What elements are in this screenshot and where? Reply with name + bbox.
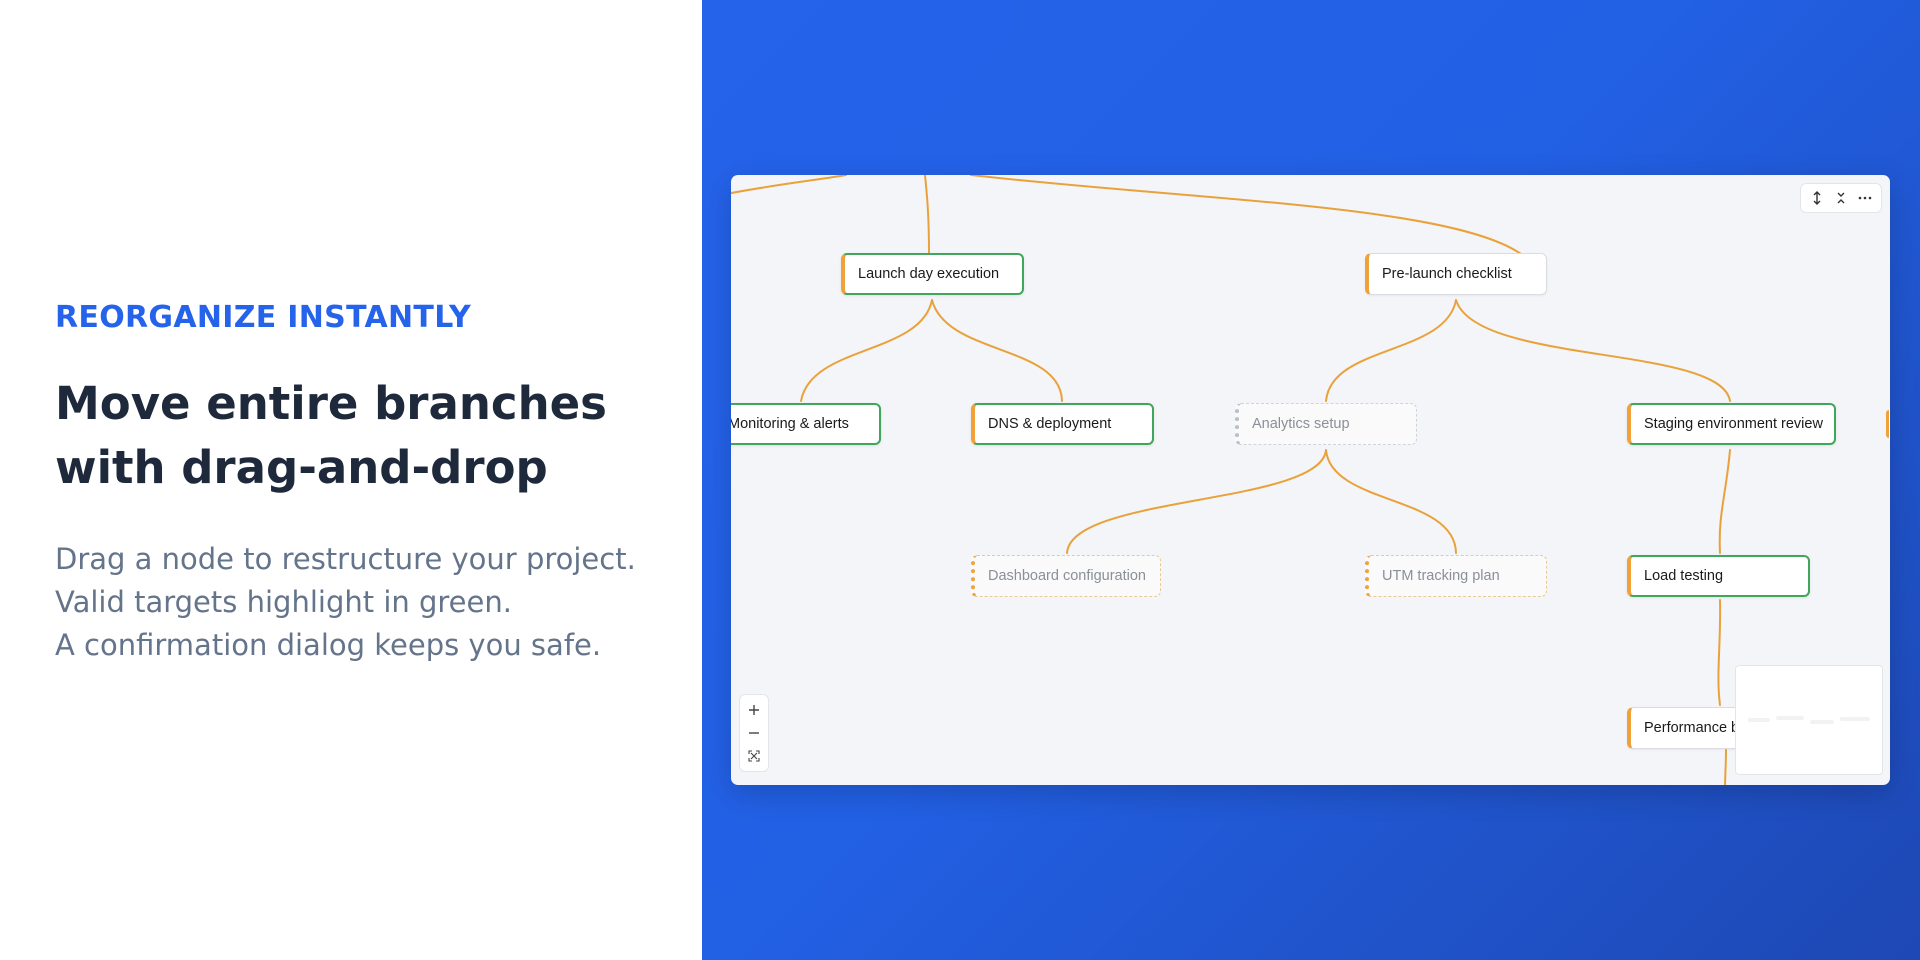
collapse-all-button[interactable]: [1830, 187, 1852, 209]
more-horizontal-icon: [1858, 196, 1872, 200]
zoom-controls: [739, 694, 769, 772]
edge-root-prelaunch: [970, 175, 1522, 255]
edge-prelaunch-staging: [1455, 299, 1731, 402]
canvas-toolbar: [1800, 183, 1882, 213]
node-dashboard-configuration-dragging[interactable]: Dashboard configuration: [971, 555, 1161, 597]
node-pre-launch-checklist[interactable]: Pre-launch checklist: [1365, 253, 1547, 295]
node-launch-day-execution[interactable]: Launch day execution: [841, 253, 1024, 295]
edge-analytics-utm: [1325, 449, 1457, 554]
fit-screen-icon: [748, 750, 760, 762]
node-load-testing[interactable]: Load testing: [1627, 555, 1810, 597]
sub-line-2: Valid targets highlight in green.: [55, 585, 512, 619]
zoom-out-button[interactable]: [742, 722, 766, 744]
node-label: Launch day execution: [858, 266, 1000, 282]
hero-panel: REORGANIZE INSTANTLY Move entire branche…: [0, 0, 702, 960]
edge-layer: [731, 175, 1731, 785]
node-staging-environment-review[interactable]: Staging environment review: [1627, 403, 1836, 445]
zoom-in-button[interactable]: [742, 699, 766, 721]
node-performance-partial[interactable]: Performance b: [1627, 707, 1747, 749]
node-label: Dashboard configuration: [988, 568, 1146, 584]
more-options-button[interactable]: [1854, 187, 1876, 209]
node-label: Load testing: [1644, 568, 1724, 584]
node-label: UTM tracking plan: [1382, 568, 1500, 584]
node-label: DNS & deployment: [988, 416, 1112, 432]
sub-line-1: Drag a node to restructure your project.: [55, 542, 636, 576]
edge-analytics-dashboard: [1066, 449, 1327, 554]
minimap-node: [1840, 717, 1870, 721]
edge-offscreen-left: [731, 175, 847, 195]
node-monitoring-alerts[interactable]: Monitoring & alerts: [731, 403, 881, 445]
fit-view-button[interactable]: [742, 745, 766, 767]
minimap-node: [1810, 720, 1834, 724]
expand-vertical-icon: [1813, 191, 1821, 205]
node-label: Analytics setup: [1252, 416, 1350, 432]
node-label: Monitoring & alerts: [731, 416, 849, 432]
minimap-node: [1776, 716, 1804, 720]
collapse-vertical-icon: [1837, 192, 1845, 204]
eyebrow-label: REORGANIZE INSTANTLY: [55, 300, 471, 335]
minimap-node: [1748, 718, 1770, 722]
node-label: Performance b: [1644, 720, 1740, 736]
node-analytics-setup-dragging[interactable]: Analytics setup: [1235, 403, 1417, 445]
minus-icon: [749, 732, 759, 734]
node-label: Staging environment review: [1644, 416, 1823, 432]
edge-performance-down: [1724, 749, 1727, 785]
headline-line-1: Move entire branches: [55, 377, 607, 430]
edge-launch-monitoring: [800, 299, 933, 402]
mindmap-canvas[interactable]: Launch day execution Pre-launch checklis…: [731, 175, 1890, 785]
node-dns-deployment[interactable]: DNS & deployment: [971, 403, 1154, 445]
node-utm-tracking-plan-dragging[interactable]: UTM tracking plan: [1365, 555, 1547, 597]
edge-root-launch: [924, 175, 930, 255]
node-label: Pre-launch checklist: [1382, 266, 1512, 282]
plus-icon: [749, 704, 759, 715]
edge-staging-load: [1718, 449, 1731, 554]
expand-all-button[interactable]: [1806, 187, 1828, 209]
headline-line-2: with drag-and-drop: [55, 441, 548, 494]
subheadline: Drag a node to restructure your project.…: [55, 538, 695, 667]
node-offscreen-right-edge: [1886, 410, 1890, 438]
headline: Move entire branches with drag-and-drop: [55, 372, 675, 500]
edge-prelaunch-analytics: [1325, 299, 1457, 402]
minimap[interactable]: [1735, 665, 1883, 775]
sub-line-3: A confirmation dialog keeps you safe.: [55, 628, 602, 662]
edge-launch-dns: [931, 299, 1063, 402]
edge-load-performance: [1717, 599, 1722, 706]
